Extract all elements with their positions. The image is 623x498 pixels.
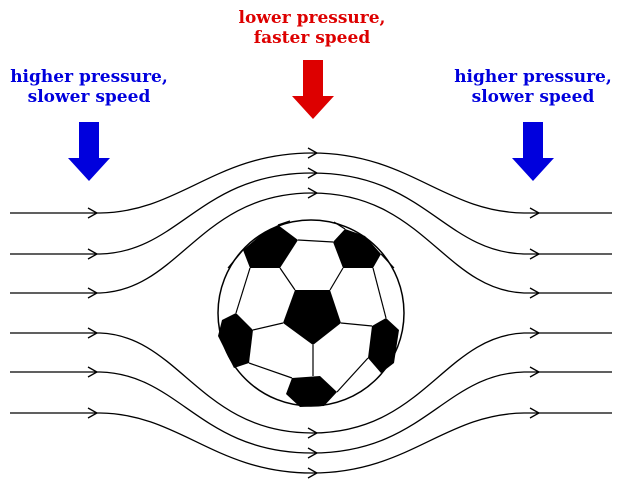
ball-seam <box>372 267 387 319</box>
flow-arrowhead-icon <box>307 427 319 439</box>
flow-arrowhead-icon <box>307 467 319 479</box>
ball-seam <box>380 253 395 269</box>
ball-patch <box>286 376 337 407</box>
ball-seam <box>277 220 291 226</box>
streamline-5 <box>10 371 612 454</box>
flow-arrowhead-icon <box>529 248 541 260</box>
high-pressure-down-arrow-icon <box>68 122 110 181</box>
ball-seam <box>340 322 373 327</box>
streamline-4 <box>10 332 612 434</box>
streamline-2 <box>10 172 612 255</box>
ball-patch <box>218 313 253 368</box>
ball-seam <box>252 322 284 331</box>
flow-arrowhead-icon <box>529 207 541 219</box>
flow-arrowhead-icon <box>307 167 319 179</box>
label-line: higher pressure, <box>454 67 612 87</box>
flow-arrowhead-icon <box>87 407 99 419</box>
flow-arrowhead-icon <box>87 366 99 378</box>
streamline-1 <box>10 152 612 214</box>
ball-seam <box>279 267 296 291</box>
flow-arrowhead-icon <box>307 447 319 459</box>
ball-patch <box>243 225 298 268</box>
ball-patch <box>283 290 341 345</box>
high-pressure-label-left: higher pressure, slower speed <box>0 67 178 107</box>
label-line: higher pressure, <box>10 67 168 87</box>
ball-seam <box>336 357 369 393</box>
low-pressure-down-arrow-icon <box>292 60 334 119</box>
flow-arrowhead-icon <box>529 287 541 299</box>
flow-arrowhead-icon <box>307 187 319 199</box>
ball-seam <box>248 362 293 379</box>
label-line: slower speed <box>471 87 595 107</box>
high-pressure-label-right: higher pressure, slower speed <box>443 67 623 107</box>
high-pressure-down-arrow-icon <box>512 122 554 181</box>
flow-arrowhead-icon <box>529 366 541 378</box>
soccer-ball-icon <box>217 219 405 407</box>
flow-arrowhead-icon <box>87 248 99 260</box>
ball-seam <box>235 267 251 314</box>
low-pressure-label-top: lower pressure, faster speed <box>212 8 412 48</box>
ball-seam <box>333 221 346 230</box>
flow-arrowhead-icon <box>87 207 99 219</box>
ball-seam <box>329 267 344 291</box>
streamline-3 <box>10 192 612 294</box>
streamline-6 <box>10 412 612 474</box>
label-line: slower speed <box>27 87 151 107</box>
label-line: faster speed <box>253 28 371 48</box>
flow-arrowhead-icon <box>87 287 99 299</box>
label-line: lower pressure, <box>238 8 386 28</box>
ball-seam <box>297 239 334 243</box>
flow-arrowhead-icon <box>307 147 319 159</box>
flow-arrowhead-icon <box>529 407 541 419</box>
ball-seam <box>227 249 244 269</box>
flow-arrowhead-icon <box>529 327 541 339</box>
streamlines <box>10 152 612 474</box>
ball-patch <box>368 318 399 373</box>
flow-arrowhead-icon <box>87 327 99 339</box>
ball-patch <box>333 229 381 268</box>
